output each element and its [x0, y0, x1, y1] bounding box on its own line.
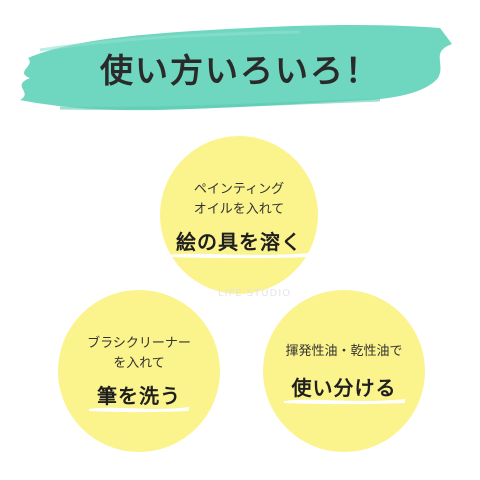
usage-card-wash-brush: ブラシクリーナー を入れて 筆を洗う: [58, 290, 220, 452]
underline-brush: [168, 249, 310, 259]
underline-brush: [89, 403, 189, 413]
card-heading-wrap: 使い分ける: [283, 372, 405, 404]
card-heading-wrap: 絵の具を溶く: [168, 226, 310, 258]
usage-card-use-oils: 揮発性油・乾性油で 使い分ける: [263, 290, 425, 452]
usage-card-dissolve-paint: ペインティング オイルを入れて 絵の具を溶く: [160, 136, 318, 294]
brush-banner-graphic: [20, 24, 452, 111]
underline-brush: [283, 395, 405, 405]
watermark-text: LIFE STUDIO: [218, 288, 292, 299]
page-title: 使い方いろいろ！: [100, 51, 380, 90]
card-heading: 絵の具を溶く: [176, 229, 302, 254]
card-heading: 筆を洗う: [97, 383, 181, 408]
card-subtitle-line-1: 揮発性油・乾性油で: [285, 343, 403, 359]
card-subtitle-line-1: ペインティング: [193, 181, 285, 197]
title-banner: 使い方いろいろ！: [0, 0, 480, 130]
card-subtitle-line-2: オイルを入れて: [193, 201, 285, 217]
card-subtitle-line-2: を入れて: [113, 355, 165, 371]
card-subtitle-line-1: ブラシクリーナー: [87, 335, 191, 351]
card-heading-wrap: 筆を洗う: [89, 380, 189, 412]
card-heading: 使い分ける: [291, 375, 397, 400]
